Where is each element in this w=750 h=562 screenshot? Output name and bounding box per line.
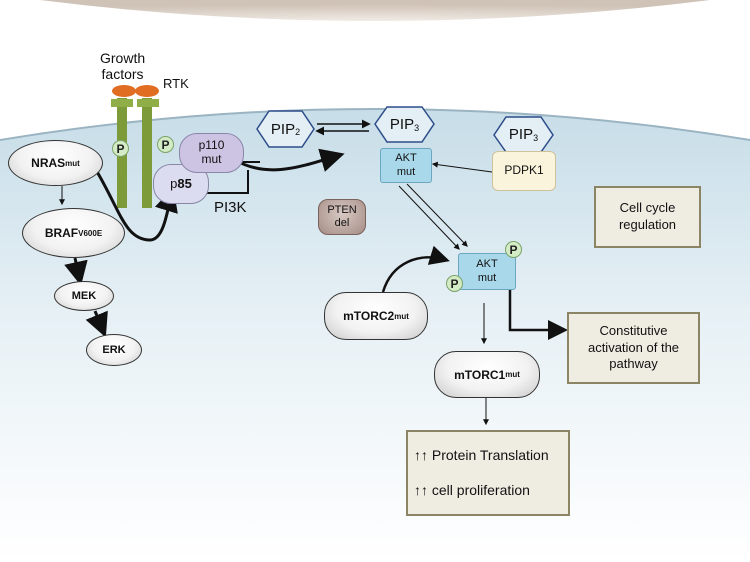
- pi3k-label: PI3K: [214, 199, 247, 216]
- receptor-phosphate-left: P: [112, 140, 129, 157]
- mek-node: MEK: [54, 281, 114, 311]
- increase-arrows-icon: ↑↑: [414, 447, 428, 464]
- cell-proliferation-row: ↑↑ cell proliferation: [414, 481, 530, 499]
- akt-phosphate-top: P: [505, 241, 522, 258]
- akt-phosphate-left: P: [446, 275, 463, 292]
- protein-translation-row: ↑↑ Protein Translation: [414, 446, 549, 464]
- protein-translation-label: Protein Translation: [431, 447, 549, 464]
- arrow-braf-mek: [64, 257, 88, 286]
- arrow-akt-translocation-2: [406, 183, 468, 247]
- cell-proliferation-label: cell proliferation: [431, 482, 530, 499]
- outcomes-box: ↑↑ Protein Translation ↑↑ cell prolifera…: [406, 430, 570, 516]
- cell-membrane: [0, 108, 750, 141]
- arrow-mek-erk: [85, 310, 108, 338]
- pdpk1-node: PDPK1: [492, 151, 556, 191]
- pip2-hexagon: [256, 110, 315, 148]
- extracellular-region: [40, 0, 710, 21]
- erk-node: ERK: [86, 334, 142, 366]
- increase-arrows-icon: ↑↑: [414, 482, 428, 499]
- pip3-hexagon-left: [374, 106, 435, 143]
- arrow-pdpk1-akt: [431, 161, 493, 173]
- arrow-mtorc2-akt: [381, 245, 450, 293]
- receptor-phosphate-right: P: [157, 136, 174, 153]
- cell-cycle-regulation-box: Cell cycle regulation: [594, 186, 701, 248]
- arrow-nras-p85: [94, 169, 178, 242]
- arrow-akt-constitutive: [508, 288, 568, 340]
- arrow-pi3k-pip3: [234, 148, 345, 172]
- growth-factors-label: Growth factors: [100, 50, 146, 83]
- constitutive-activation-box: Constitutive activation of the pathway: [567, 312, 700, 384]
- arrow-akt-translocation-1: [398, 185, 460, 250]
- rtk-label: RTK: [163, 76, 189, 91]
